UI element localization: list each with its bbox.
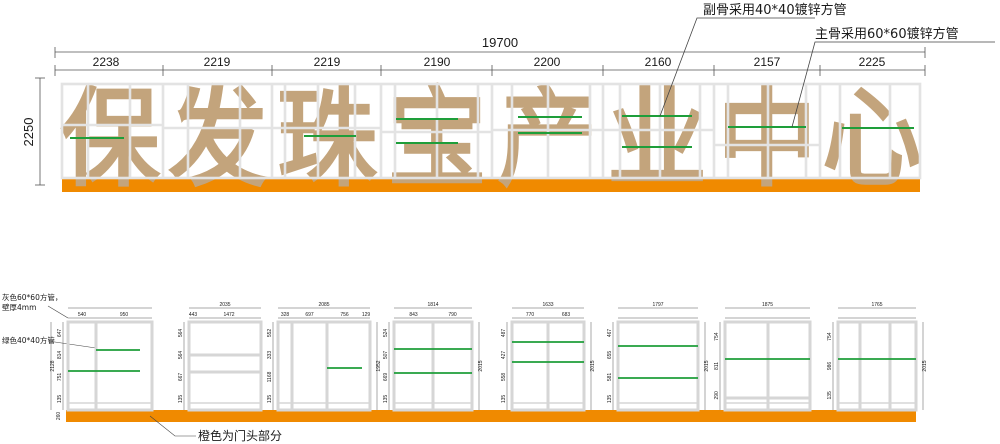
frame-total-height: 2128 [50, 360, 56, 371]
frame-segment-height: 135 [607, 395, 613, 404]
frame-segment-height: 333 [267, 351, 273, 360]
segment-width-label: 2219 [204, 55, 231, 69]
signage-char: 保 [60, 77, 161, 202]
signage-characters: 保 发 珠 宝 产 业 中 心 [60, 77, 922, 202]
frame-total-height: 2015 [922, 360, 928, 371]
signage-char: 业 [607, 77, 707, 202]
frame-sub-width: 950 [120, 312, 129, 318]
callout-leaders [659, 17, 995, 128]
frame-segment-height: 667 [178, 373, 184, 382]
frame-total-height: 2015 [478, 360, 484, 371]
signage-char: 珠 [277, 77, 378, 202]
frame-outline [187, 320, 263, 412]
frame-segment-height: 564 [178, 351, 184, 360]
bottom-frame-details: 灰色60*60方管， 壁厚4mm 绿色40*40方管 260 橙色为门头部分 5… [2, 292, 928, 443]
frame-sub-width: 1472 [223, 312, 234, 318]
frame-sub-width: 770 [526, 312, 535, 318]
frame-segment-height: 814 [57, 351, 63, 360]
frame-outline [276, 320, 372, 412]
frame-sub-width: 790 [448, 312, 457, 318]
frame-sub-width: 843 [409, 312, 418, 318]
frame-segment-height: 135 [827, 391, 833, 400]
frame-segment-height: 751 [57, 373, 63, 382]
segment-width-label: 2238 [93, 55, 120, 69]
frame-sub-width: 540 [78, 312, 87, 318]
callout-secondary-label: 副骨采用40*40镀锌方管 [703, 2, 847, 18]
frame-segment-height: 135 [383, 395, 389, 404]
frame-segment-height: 581 [607, 373, 613, 382]
frame-sub-width: 683 [562, 312, 571, 318]
frame-segment-height: 669 [383, 373, 389, 382]
frame-segment-height: 135 [57, 395, 63, 404]
segment-width-label: 2190 [424, 55, 451, 69]
note-leaders [47, 305, 196, 437]
frame-total-width: 2085 [318, 302, 329, 308]
note-green-tube: 绿色40*40方管 [2, 335, 55, 345]
frame-segment-height: 290 [714, 391, 720, 400]
segment-width-label: 2160 [645, 55, 672, 69]
height-dimension [35, 77, 45, 186]
frame-segment-height: 754 [827, 332, 833, 341]
frame-total-width: 1765 [871, 302, 882, 308]
frame-segment-height: 135 [178, 395, 184, 404]
overall-width-label: 19700 [482, 35, 518, 50]
frame-total-width: 1875 [762, 302, 773, 308]
frame-sub-width: 443 [189, 312, 198, 318]
bottom-orange-base [66, 410, 916, 422]
frame-total-height: 2015 [590, 360, 596, 371]
frame-outline [66, 320, 154, 412]
orange-base-strip [62, 178, 920, 192]
frame-segment-height: 558 [501, 373, 507, 382]
segment-width-label: 2200 [534, 55, 561, 69]
segment-width-label: 2157 [754, 55, 781, 69]
frame-segment-height: 655 [607, 351, 613, 360]
frame-segment-height: 811 [714, 362, 720, 370]
segment-width-label: 2219 [314, 55, 341, 69]
note-orange-part: 橙色为门头部分 [198, 428, 282, 443]
main-frame-grey [60, 82, 922, 180]
frame-total-width: 1797 [652, 302, 663, 308]
base-height-dim: 260 [56, 412, 62, 421]
overall-width-dimension [54, 47, 926, 58]
frame-segment-height: 135 [267, 395, 273, 404]
frame-sub-width: 697 [305, 312, 314, 318]
frame-sub-width: 328 [281, 312, 290, 318]
frame-segment-height: 507 [383, 351, 389, 360]
frame-segment-height: 467 [607, 329, 613, 338]
frame-total-width: 2035 [219, 302, 230, 308]
frame-segment-height: 552 [267, 329, 273, 338]
frame-segment-height: 1168 [267, 371, 273, 382]
frame-total-height: 1952 [376, 360, 382, 371]
segment-width-label: 2225 [859, 55, 886, 69]
frame-segment-height: 427 [501, 351, 507, 360]
height-label: 2250 [21, 118, 36, 147]
callout-main-label: 主骨采用60*60镀锌方管 [815, 26, 959, 42]
frame-segment-height: 647 [57, 329, 63, 338]
signage-char: 心 [822, 77, 922, 202]
frame-total-width: 1814 [427, 302, 438, 308]
frame-sub-width: 756 [340, 312, 349, 318]
segment-dimension-line [54, 65, 926, 76]
frame-segment-height: 754 [714, 332, 720, 341]
frame-segment-height: 986 [827, 362, 833, 371]
signage-char: 发 [168, 77, 268, 202]
frame-segment-height: 487 [501, 329, 507, 338]
frame-sub-width: 129 [362, 312, 371, 318]
frame-segment-height: 564 [178, 329, 184, 338]
top-elevation: 19700 2238 2219 2219 2190 2200 2160 2157… [21, 2, 995, 202]
note-wall-thickness: 壁厚4mm [2, 302, 36, 312]
frame-panels: 540 950 647 814 751 135 2128 2035 443 1472 564 564 6… [50, 302, 928, 412]
frame-outline [616, 320, 700, 412]
frame-segment-height: 524 [383, 329, 389, 338]
note-grey-tube: 灰色60*60方管， [2, 292, 62, 302]
frame-total-height: 2015 [704, 360, 710, 371]
frame-segment-height: 135 [501, 395, 507, 404]
frame-total-width: 1633 [542, 302, 553, 308]
frame-outline [836, 320, 918, 412]
secondary-frame-green [70, 115, 914, 148]
